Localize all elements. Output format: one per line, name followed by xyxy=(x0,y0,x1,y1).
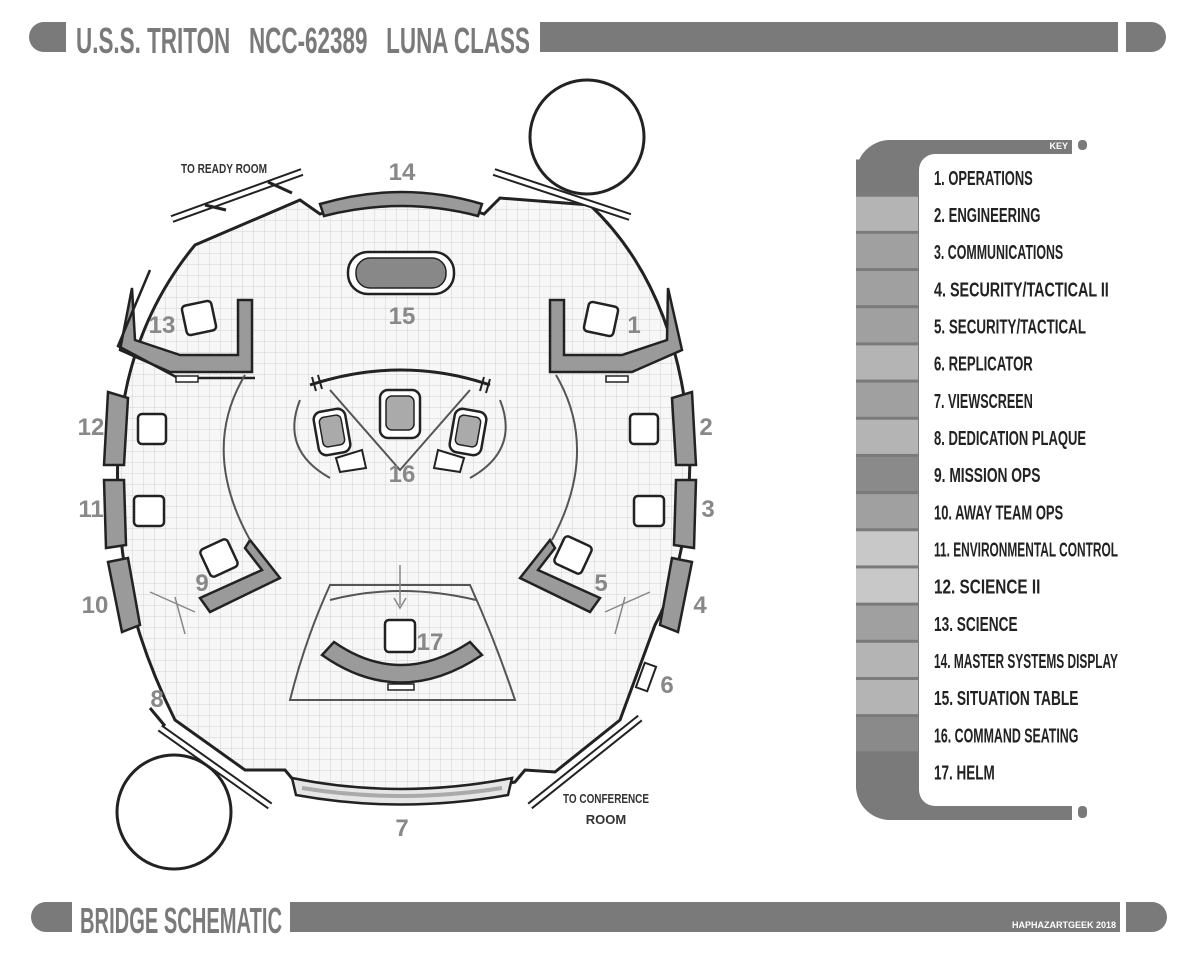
header-bar-long xyxy=(540,22,1118,52)
key-swatch-5 xyxy=(856,308,918,343)
key-panel: KEY 1. OPERATIONS 2. ENGINEERING 3. COMMUN… xyxy=(856,140,1118,820)
header-left-cap xyxy=(29,22,66,52)
key-item-10: 10. AWAY TEAM OPS xyxy=(934,502,1063,524)
station-number-5: 5 xyxy=(594,570,607,597)
station-number-9: 9 xyxy=(195,570,208,597)
console-mission-ops xyxy=(149,374,282,635)
turbolift-circle-bottom xyxy=(115,753,233,871)
command-seating xyxy=(293,368,507,479)
key-labels: 1. OPERATIONS 2. ENGINEERING 3. COMMUNICAT… xyxy=(934,168,1118,785)
key-swatch-11 xyxy=(856,531,918,566)
turbolift-circle-top xyxy=(528,78,646,196)
key-swatch-12 xyxy=(856,568,918,603)
key-item-7: 7. VIEWSCREEN xyxy=(934,391,1033,413)
key-swatch-14 xyxy=(856,642,918,677)
station-number-4: 4 xyxy=(693,592,707,619)
footer-bar: BRIDGE SCHEMATIC HAPHAZARTGEEK 2018 xyxy=(31,900,1167,941)
station-number-1: 1 xyxy=(627,312,640,339)
station-number-11: 11 xyxy=(78,496,103,523)
key-item-4: 4. SECURITY/TACTICAL II xyxy=(934,279,1109,301)
key-swatch-3 xyxy=(856,233,918,269)
label-conference-room-line2: ROOM xyxy=(586,812,626,827)
footer-title: BRIDGE SCHEMATIC xyxy=(80,900,282,941)
key-bar-bottom-right xyxy=(1078,806,1087,818)
key-item-6: 6. REPLICATOR xyxy=(934,354,1033,376)
door-conference-room xyxy=(527,714,643,810)
bridge-floor xyxy=(116,196,692,795)
station-number-7: 7 xyxy=(395,815,408,842)
key-item-1: 1. OPERATIONS xyxy=(934,168,1033,190)
key-swatch-6 xyxy=(856,345,918,380)
label-conference-room-line1: TO CONFERENCE xyxy=(563,791,649,806)
header-title: U.S.S. TRITON NCC-62389 LUNA CLASS xyxy=(76,20,530,61)
station-number-2: 2 xyxy=(699,414,712,441)
key-swatch-9 xyxy=(856,456,918,492)
station-number-16: 16 xyxy=(389,461,416,488)
key-item-15: 15. SITUATION TABLE xyxy=(934,688,1078,710)
key-item-12: 12. SCIENCE II xyxy=(934,577,1040,599)
key-item-17: 17. HELM xyxy=(934,763,995,785)
key-item-8: 8. DEDICATION PLAQUE xyxy=(934,428,1086,450)
key-swatch-8 xyxy=(856,419,918,454)
station-number-10: 10 xyxy=(82,592,109,619)
station-number-3: 3 xyxy=(701,496,714,523)
key-swatch-16 xyxy=(856,717,918,752)
key-swatch-1 xyxy=(856,159,918,194)
footer-right-cap xyxy=(1126,902,1167,932)
door-turbolift-bottom xyxy=(157,724,273,810)
key-segments xyxy=(856,159,918,789)
console-science xyxy=(116,269,255,383)
footer-bar-long xyxy=(290,902,1120,932)
footer-credit: HAPHAZARTGEEK 2018 xyxy=(1012,920,1116,930)
wall-panels-left xyxy=(102,390,168,634)
key-swatch-7 xyxy=(856,382,918,417)
console-security-tactical xyxy=(518,374,651,635)
key-item-16: 16. COMMAND SEATING xyxy=(934,725,1078,747)
key-swatch-10 xyxy=(856,494,918,529)
station-number-15: 15 xyxy=(389,303,416,330)
footer-left-cap xyxy=(31,902,72,932)
header-right-cap xyxy=(1126,22,1166,52)
header-bar: U.S.S. TRITON NCC-62389 LUNA CLASS xyxy=(29,20,1166,61)
key-item-5: 5. SECURITY/TACTICAL xyxy=(934,316,1086,338)
station-number-13: 13 xyxy=(149,312,176,339)
key-bar-top-right xyxy=(1078,140,1087,150)
key-swatch-4 xyxy=(856,271,918,306)
key-swatch-17 xyxy=(856,754,918,789)
master-systems-display xyxy=(318,190,484,218)
label-ready-room: TO READY ROOM xyxy=(181,161,267,176)
console-operations xyxy=(548,287,684,383)
viewscreen xyxy=(290,776,514,806)
door-ready-room xyxy=(170,168,304,223)
key-item-3: 3. COMMUNICATIONS xyxy=(934,242,1063,264)
helm-area xyxy=(288,565,517,701)
key-item-11: 11. ENVIRONMENTAL CONTROL xyxy=(934,540,1118,562)
station-number-12: 12 xyxy=(78,414,105,441)
station-number-6: 6 xyxy=(660,672,673,699)
key-swatch-13 xyxy=(856,605,918,640)
station-number-14: 14 xyxy=(389,159,416,186)
station-number-labels: 1 2 3 4 5 6 7 8 9 10 11 12 13 14 15 16 1… xyxy=(78,159,715,842)
key-item-9: 9. MISSION OPS xyxy=(934,465,1040,487)
key-item-13: 13. SCIENCE xyxy=(934,614,1018,636)
door-turbolift-top xyxy=(492,168,632,221)
wall-panels-right xyxy=(628,390,698,693)
dedication-plaque xyxy=(148,707,167,727)
situation-table xyxy=(346,250,456,296)
key-item-2: 2. ENGINEERING xyxy=(934,205,1040,227)
key-swatch-15 xyxy=(856,679,918,715)
key-swatch-2 xyxy=(856,196,918,231)
station-number-17: 17 xyxy=(417,629,444,656)
key-item-14: 14. MASTER SYSTEMS DISPLAY xyxy=(934,651,1118,673)
station-number-8: 8 xyxy=(150,686,163,713)
key-title: KEY xyxy=(1049,141,1068,151)
